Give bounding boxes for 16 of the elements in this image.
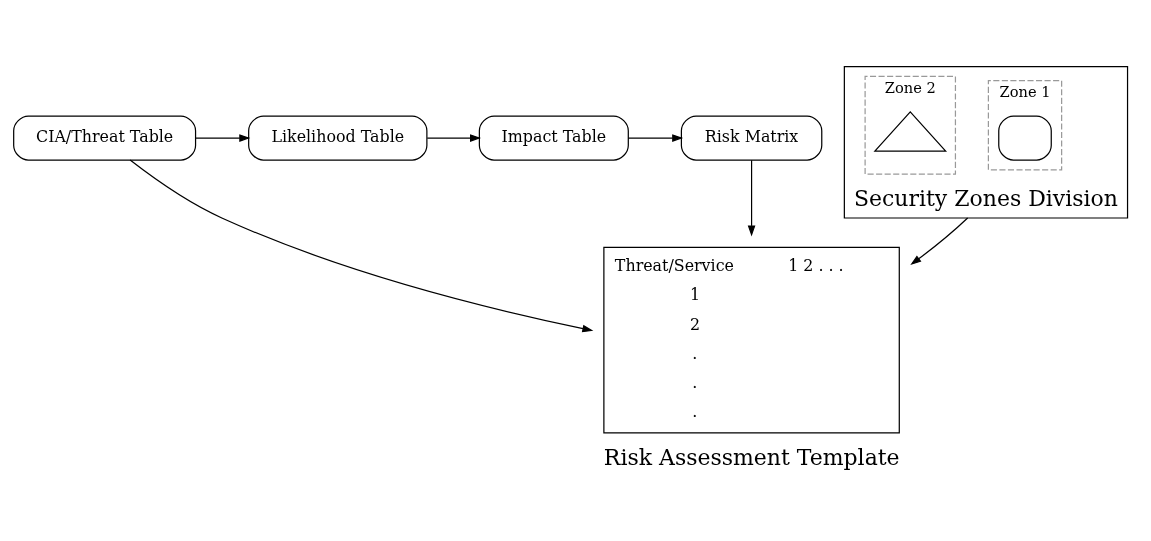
arrow: [910, 217, 969, 266]
node-box: Threat/Service 1 2 . . . 1 2 . . .: [603, 246, 900, 434]
cluster: Zone 1: [987, 80, 1063, 171]
node-box: Impact Table: [478, 115, 629, 161]
node-box: [998, 115, 1052, 161]
arrow: [627, 134, 684, 142]
arrow: [747, 159, 756, 237]
arrow: [426, 134, 481, 142]
arrow: [195, 134, 251, 142]
cluster: Zone 2: [864, 75, 957, 175]
node-box: Likelihood Table: [248, 115, 428, 161]
node-triangle: [873, 110, 948, 152]
node-box: Risk Matrix: [680, 115, 823, 161]
node-box: CIA/Threat Table: [13, 115, 197, 161]
arrow: [129, 159, 594, 333]
node-label: Risk Assessment Template: [603, 445, 900, 471]
